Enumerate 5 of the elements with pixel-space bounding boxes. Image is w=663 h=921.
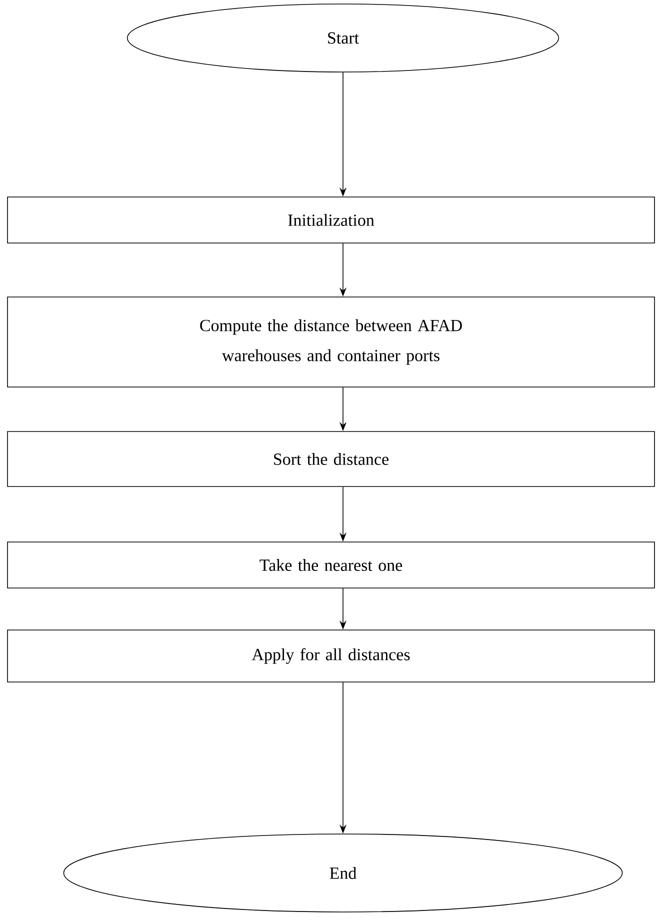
process-box: Initialization [7,196,655,244]
process-box: Compute the distance between AFAD warehouses and container ports [7,296,655,388]
process-box: Take the nearest one [7,542,655,588]
process-box: Apply for all distances [7,630,655,682]
process-box: Sort the distance [7,431,655,487]
